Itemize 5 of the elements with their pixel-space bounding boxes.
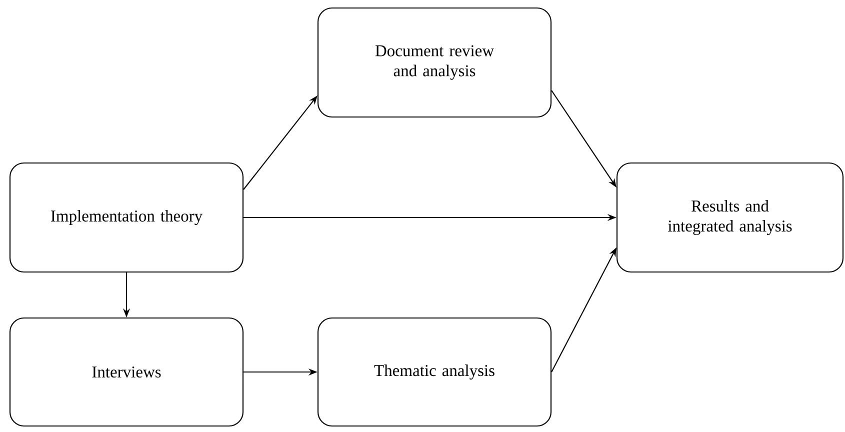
process-box: Results and integrated analysis (616, 162, 844, 273)
process-box: Document review and analysis (317, 7, 552, 118)
process-box: Thematic analysis (317, 317, 552, 427)
process-box: Interviews (9, 317, 244, 427)
process-box: Implementation theory (9, 162, 244, 273)
